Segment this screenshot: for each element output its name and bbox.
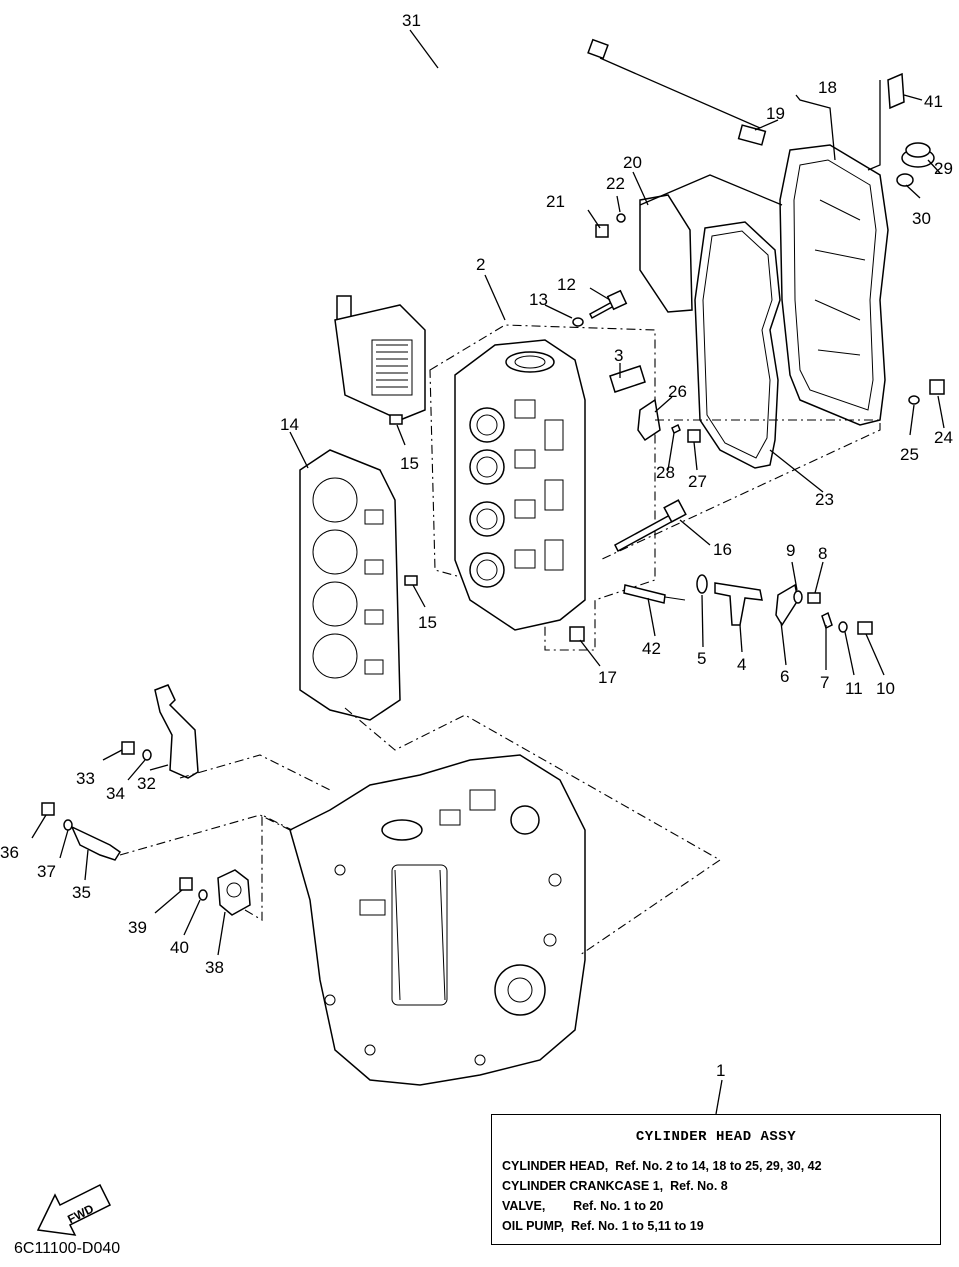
drawing-code: 6C11100-D040	[14, 1240, 121, 1257]
washer-11	[838, 621, 848, 633]
callout-3: 3	[614, 346, 623, 365]
strainer-part	[334, 304, 426, 421]
callout-42: 42	[642, 639, 661, 658]
callout-39: 39	[128, 918, 147, 937]
bolt-17	[569, 626, 585, 642]
plug-19	[737, 124, 767, 146]
callout-36: 36	[0, 843, 19, 862]
washer-25	[908, 395, 920, 405]
spec-line: CYLINDER CRANKCASE 1, Ref. No. 8	[502, 1179, 728, 1193]
exhaust-cover-18	[779, 144, 889, 426]
callout-7: 7	[820, 673, 829, 692]
fwd-arrow-icon: FWD	[36, 1183, 112, 1236]
spec-line: OIL PUMP, Ref. No. 1 to 5,11 to 19	[502, 1219, 704, 1233]
bracket-35	[70, 825, 122, 861]
washer-22	[616, 213, 626, 223]
dowel-pin-15a	[389, 414, 403, 425]
callout-numbers: 1 2 3 4 5 6 7 8 9 10 11 12 13 14 15 15 1…	[0, 11, 953, 1080]
washer-9	[793, 590, 803, 604]
bolt-12	[589, 289, 628, 320]
label-41	[887, 72, 905, 110]
spec-line: CYLINDER HEAD, Ref. No. 2 to 14, 18 to 2…	[502, 1159, 822, 1173]
callout-12: 12	[557, 275, 576, 294]
washer-13	[572, 317, 584, 327]
alignment-lines	[119, 419, 881, 956]
callout-22: 22	[606, 174, 625, 193]
bolt-39	[179, 877, 193, 891]
clip-7	[821, 611, 833, 630]
bolt-27	[687, 429, 701, 443]
spec-title: CYLINDER HEAD ASSY	[635, 1129, 797, 1145]
clip-28	[671, 423, 681, 435]
callout-15b: 15	[418, 613, 437, 632]
callout-35: 35	[72, 883, 91, 902]
cylinder-head-2	[429, 324, 656, 651]
callout-10: 10	[876, 679, 895, 698]
callout-20: 20	[623, 153, 642, 172]
callout-21: 21	[546, 192, 565, 211]
callout-8: 8	[818, 544, 827, 563]
callout-34: 34	[106, 784, 125, 803]
oring-5	[696, 574, 708, 594]
callout-15a: 15	[400, 454, 419, 473]
callout-9: 9	[786, 541, 795, 560]
plate-6	[775, 583, 799, 627]
callout-25: 25	[900, 445, 919, 464]
screw-21	[595, 224, 609, 238]
crankcase-block	[289, 754, 586, 1086]
callout-17: 17	[598, 668, 617, 687]
callout-30: 30	[912, 209, 931, 228]
callout-2: 2	[476, 255, 485, 274]
callout-38: 38	[205, 958, 224, 977]
callout-13: 13	[529, 290, 548, 309]
sleeve-3	[609, 365, 646, 393]
hose-31	[336, 3, 609, 325]
plate-26	[637, 398, 661, 442]
cover-20	[639, 194, 693, 313]
callout-19: 19	[766, 104, 785, 123]
head-gasket-14	[299, 449, 401, 721]
callout-28: 28	[656, 463, 675, 482]
bolt-8	[807, 592, 821, 604]
callout-26: 26	[668, 382, 687, 401]
cap-29	[901, 142, 935, 168]
callout-6: 6	[780, 667, 789, 686]
callout-11: 11	[845, 679, 863, 698]
dowel-pin-15b	[404, 575, 418, 586]
washer-40	[198, 889, 208, 901]
callout-1: 1	[716, 1061, 725, 1080]
bracket-32	[154, 684, 199, 779]
sensor-42	[623, 584, 686, 604]
callout-41: 41	[924, 92, 943, 111]
callout-24: 24	[934, 428, 953, 447]
callout-40: 40	[170, 938, 189, 957]
callout-5: 5	[697, 649, 706, 668]
callout-18: 18	[818, 78, 837, 97]
ring-30	[896, 173, 914, 187]
callout-14: 14	[280, 415, 299, 434]
spec-line: VALVE, Ref. No. 1 to 20	[502, 1199, 664, 1213]
plate-38	[217, 869, 251, 916]
leader-lines	[31, 29, 945, 1115]
callout-29: 29	[934, 159, 953, 178]
callout-37: 37	[37, 862, 56, 881]
callout-4: 4	[737, 655, 746, 674]
callout-31: 31	[402, 11, 421, 30]
bolt-24	[929, 379, 945, 395]
callout-16: 16	[713, 540, 732, 559]
bolt-10	[857, 621, 873, 635]
shaft-4	[714, 582, 763, 626]
callout-32: 32	[137, 774, 156, 793]
washer-34	[142, 749, 152, 761]
bolt-36	[41, 802, 55, 816]
spec-box: CYLINDER HEAD ASSY CYLINDER HEAD, Ref. N…	[491, 1114, 941, 1245]
washer-37	[63, 819, 73, 831]
callout-33: 33	[76, 769, 95, 788]
bolt-33	[121, 741, 135, 755]
callout-27: 27	[688, 472, 707, 491]
callout-23: 23	[815, 490, 834, 509]
bolt-16	[614, 499, 687, 553]
